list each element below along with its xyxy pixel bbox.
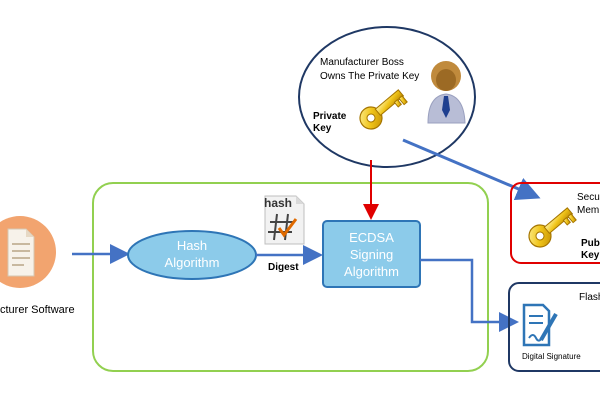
public-key-label-line2: Key bbox=[581, 250, 600, 261]
ecdsa-signing-box bbox=[322, 220, 421, 288]
ecdsa-label-line2: Signing bbox=[349, 247, 394, 262]
public-key-label-line1: Pub bbox=[581, 238, 600, 249]
ecdsa-label-line3: Algorithm bbox=[344, 264, 399, 279]
boss-label-line1: Manufacturer Boss bbox=[320, 57, 404, 68]
private-key-label-line2: Key bbox=[313, 123, 332, 134]
flash-box bbox=[508, 282, 600, 372]
boss-label-line2: Owns The Private Key bbox=[320, 71, 420, 82]
secure-memory-label-line2: Mem bbox=[577, 205, 600, 216]
digest-label: Digest bbox=[268, 262, 299, 273]
public-key-icon bbox=[528, 207, 577, 248]
hash-label-line2: Algorithm bbox=[164, 255, 220, 270]
digital-signature-label: Digital Signature bbox=[522, 352, 581, 361]
hash-label-line1: Hash bbox=[176, 238, 208, 253]
secure-memory-label-line1: Secu bbox=[577, 192, 600, 203]
ecdsa-label-line1: ECDSA bbox=[349, 230, 394, 245]
software-document-icon bbox=[0, 216, 56, 288]
flash-label: Flash bbox=[579, 292, 600, 303]
manufacturer-boss-ellipse bbox=[298, 26, 476, 168]
digest-icon bbox=[264, 195, 305, 245]
digital-signature-icon bbox=[522, 303, 558, 347]
person-icon bbox=[427, 61, 466, 124]
secure-memory-box bbox=[510, 182, 600, 264]
ecdsa-to-flash-arrow bbox=[420, 258, 519, 332]
private-key-icon bbox=[359, 89, 408, 130]
private-key-label-line1: Private bbox=[313, 111, 347, 122]
processing-frame bbox=[92, 182, 489, 372]
key-to-secure-memory-arrow bbox=[402, 138, 541, 201]
software-label: cturer Software bbox=[0, 304, 75, 316]
digest-icon-text: hash bbox=[264, 196, 293, 210]
